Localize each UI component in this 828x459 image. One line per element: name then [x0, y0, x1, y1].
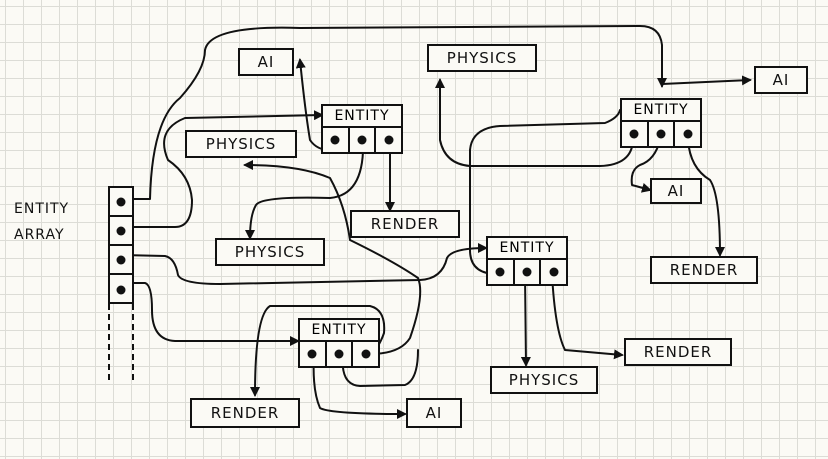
- ai-component-top-right: AI: [754, 66, 808, 94]
- component-slot: [649, 122, 676, 146]
- render-component-bottom-left: RENDER: [190, 398, 300, 428]
- pointer-dot: [116, 197, 126, 206]
- wire-entity-right-ai-lower: [630, 139, 661, 193]
- array-cell: [110, 246, 132, 275]
- ai-component-top-left: AI: [238, 48, 294, 76]
- entity-label: ENTITY: [486, 236, 568, 260]
- physics-component-top: PHYSICS: [427, 44, 537, 72]
- render-component-center: RENDER: [350, 210, 460, 238]
- render-component-right: RENDER: [650, 256, 758, 284]
- array-cell: [110, 188, 132, 217]
- pointer-dot: [116, 226, 126, 235]
- wire-entity-top-physics-lower: [245, 139, 365, 240]
- entity-top-right: ENTITY: [620, 98, 702, 148]
- component-slot: [488, 260, 515, 284]
- entity-component-slots: [486, 258, 568, 286]
- wire-array4-to-entity-bottom: [120, 282, 300, 346]
- component-slot: [353, 342, 378, 366]
- entity-label: ENTITY: [321, 104, 403, 128]
- component-slot: [327, 342, 354, 366]
- component-slot: [376, 128, 401, 152]
- pointer-dot: [334, 349, 344, 359]
- wire-array3-to-entity-middle: [120, 243, 488, 285]
- entity-top-middle: ENTITY: [321, 104, 403, 154]
- wire-entity-right-render: [687, 139, 725, 257]
- render-component-lower-right: RENDER: [624, 338, 732, 366]
- pointer-dot: [629, 129, 639, 139]
- pointer-dot: [384, 135, 394, 145]
- pointer-dot: [307, 349, 317, 359]
- component-slot: [515, 260, 542, 284]
- physics-component-left: PHYSICS: [215, 238, 325, 266]
- entity-array-label: ENTITY ARRAY: [14, 196, 94, 248]
- wire-entity-bottom-slot2: [341, 349, 419, 387]
- array-cell: [110, 217, 132, 246]
- entity-component-slots: [620, 120, 702, 148]
- array-cell: [110, 275, 132, 304]
- component-slot: [323, 128, 350, 152]
- pointer-dot: [116, 285, 126, 294]
- entity-label: ENTITY: [620, 98, 702, 122]
- pointer-dot: [656, 129, 666, 139]
- component-slot: [350, 128, 377, 152]
- array-label-line1: ENTITY: [14, 201, 70, 217]
- physics-component-bottom: PHYSICS: [490, 366, 598, 394]
- pointer-dot: [116, 255, 126, 264]
- array-label-line2: ARRAY: [14, 227, 65, 243]
- wire-entity-bottom-physics-upper: [243, 160, 422, 355]
- wire-entity-middle-render: [551, 273, 624, 360]
- entity-component-slots: [298, 340, 380, 368]
- array-continuation: [108, 304, 134, 380]
- pointer-dot: [330, 135, 340, 145]
- ai-component-bottom: AI: [406, 398, 462, 428]
- entity-bottom: ENTITY: [298, 318, 380, 368]
- component-slot: [622, 122, 649, 146]
- pointer-dot: [495, 267, 505, 277]
- wire-entity-bottom-ai: [312, 353, 407, 419]
- component-slot: [541, 260, 566, 284]
- entity-label: ENTITY: [298, 318, 380, 342]
- ai-component-right: AI: [650, 178, 702, 204]
- component-slot: [300, 342, 327, 366]
- wire-array2-to-entity-top: [120, 110, 324, 228]
- wire-to-ai-top-right: [661, 75, 752, 87]
- pointer-dot: [522, 267, 532, 277]
- pointer-dot: [683, 129, 693, 139]
- wire-array1-to-entity-right: [120, 25, 667, 200]
- entity-component-slots: [321, 126, 403, 154]
- entity-middle-right: ENTITY: [486, 236, 568, 286]
- entity-array: [108, 186, 134, 304]
- wire-entity-middle-physics: [520, 273, 531, 367]
- component-slot: [675, 122, 700, 146]
- physics-component-upper-left: PHYSICS: [185, 130, 297, 158]
- pointer-dot: [361, 349, 371, 359]
- wire-entity-middle-loop: [469, 109, 621, 275]
- pointer-dot: [549, 267, 559, 277]
- pointer-dot: [357, 135, 367, 145]
